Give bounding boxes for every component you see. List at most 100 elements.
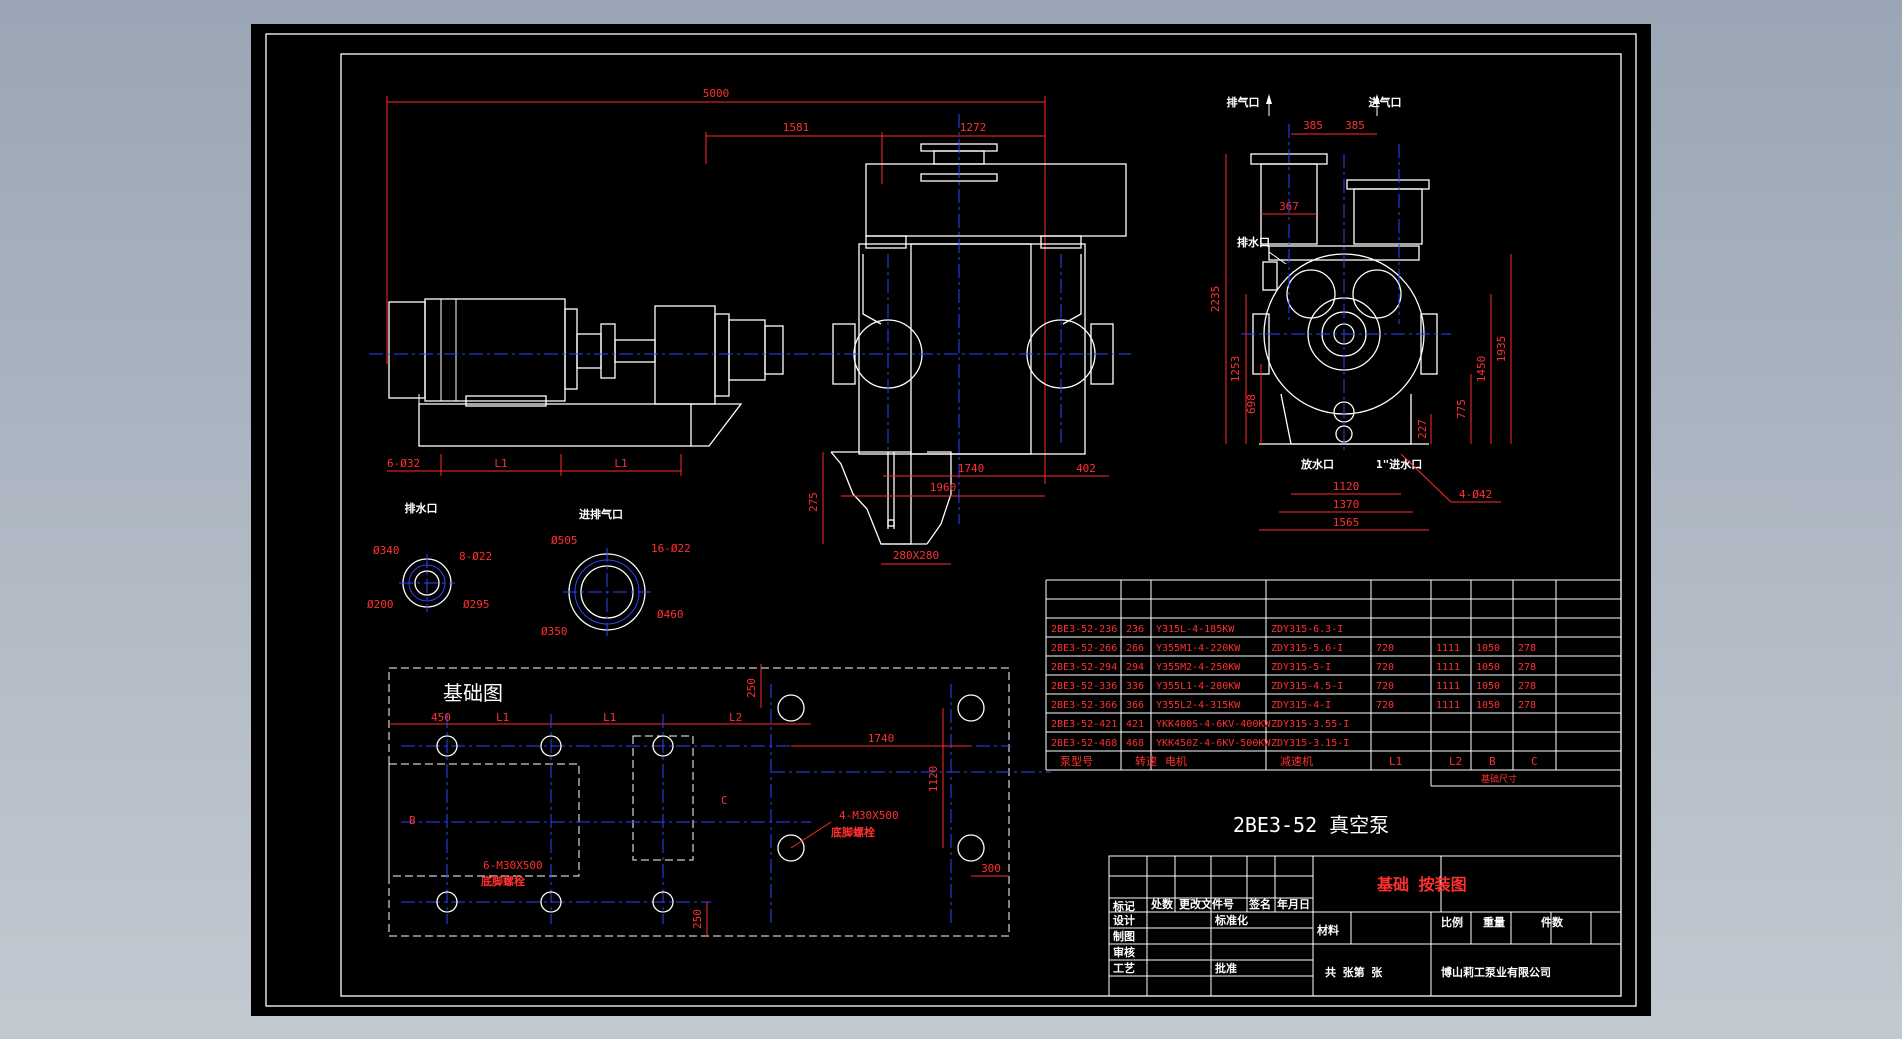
cad-drawing: 5000 1581 1272 xyxy=(265,33,1637,1007)
bolts-4-name: 底脚螺栓 xyxy=(831,825,875,839)
dim-698: 698 xyxy=(1245,394,1258,414)
spec-cell-4-7: 278 xyxy=(1518,700,1536,711)
front-view: 5000 1581 1272 xyxy=(369,87,1131,565)
spec-cell-0-2: Y315L-4-185KW xyxy=(1156,624,1235,635)
spec-cell-5-3: ZDY315-3.55-I xyxy=(1271,719,1349,730)
spec-header-1: 转速 xyxy=(1135,754,1157,768)
spec-cell-2-7: 278 xyxy=(1518,662,1536,673)
dim-1120: 1120 xyxy=(1333,480,1360,493)
tb-sheets: 共 张第 张 xyxy=(1325,965,1383,979)
dim-1272: 1272 xyxy=(960,121,987,134)
tb-standard: 标准化 xyxy=(1214,913,1248,927)
tb-pieces: 件数 xyxy=(1541,915,1564,929)
flange-gas-id: Ø350 xyxy=(541,625,568,638)
spec-header-0: 泵型号 xyxy=(1060,754,1093,768)
spec-cell-0-1: 236 xyxy=(1126,624,1144,635)
dim-1565: 1565 xyxy=(1333,516,1360,529)
fdn-dim-L1-b: L1 xyxy=(603,711,616,724)
spec-cell-2-6: 1050 xyxy=(1476,662,1500,673)
spec-cell-4-1: 366 xyxy=(1126,700,1144,711)
spec-cell-1-6: 1050 xyxy=(1476,643,1500,654)
flange-drain-title: 排水口 xyxy=(405,501,438,515)
flange-gas-holes: 16-Ø22 xyxy=(651,542,691,555)
spec-cell-3-1: 336 xyxy=(1126,681,1144,692)
spec-cell-1-0: 2BE3-52-266 xyxy=(1051,643,1117,654)
foundation-plan: 基础图 450 L1 L1 L2 250 1740 xyxy=(388,664,1051,937)
fdn-dim-1740: 1740 xyxy=(868,732,895,745)
bolts-6-name: 底脚螺栓 xyxy=(481,874,525,888)
tb-review: 审核 xyxy=(1113,945,1135,959)
dim-402: 402 xyxy=(1076,462,1096,475)
spec-cell-6-1: 468 xyxy=(1126,738,1144,749)
spec-cell-1-3: ZDY315-5.6-I xyxy=(1271,643,1343,654)
spec-cell-4-2: Y355L2-4-315KW xyxy=(1156,700,1241,711)
fdn-dim-250-bottom: 250 xyxy=(691,909,704,929)
spec-cell-1-2: Y355M1-4-220KW xyxy=(1156,643,1241,654)
spec-cell-4-6: 1050 xyxy=(1476,700,1500,711)
tb-scale: 比例 xyxy=(1441,915,1463,929)
spec-cell-6-3: ZDY315-3.15-I xyxy=(1271,738,1349,749)
spec-header-2: 电机 xyxy=(1165,754,1187,768)
spec-cell-2-0: 2BE3-52-294 xyxy=(1051,662,1117,673)
tb-sign: 签名 xyxy=(1248,897,1271,911)
dim-overall: 5000 xyxy=(703,87,730,100)
dim-385-left: 385 xyxy=(1303,119,1323,132)
outer-frame xyxy=(265,33,1637,1007)
spec-cell-2-1: 294 xyxy=(1126,662,1144,673)
label-drain-out: 排水口 xyxy=(1237,235,1270,249)
label-intake: 进气口 xyxy=(1369,95,1402,109)
tb-draw: 制图 xyxy=(1113,929,1135,943)
spec-cell-6-2: YKK450Z-4-6KV-500KW xyxy=(1156,738,1271,749)
spec-cell-2-4: 720 xyxy=(1376,662,1394,673)
label-drain-valve: 放水口 xyxy=(1300,457,1334,471)
spec-cell-3-7: 278 xyxy=(1518,681,1536,692)
flange-gas-od: Ø505 xyxy=(551,534,578,547)
dim-2235: 2235 xyxy=(1209,286,1222,313)
tb-design: 设计 xyxy=(1113,913,1135,927)
dim-holes-6: 6-Ø32 xyxy=(387,457,420,470)
dim-227: 227 xyxy=(1416,419,1429,439)
flange-gas: 进排气口 Ø505 Ø350 Ø460 16-Ø22 xyxy=(541,507,691,638)
spec-cell-4-4: 720 xyxy=(1376,700,1394,711)
dim-1253: 1253 xyxy=(1229,356,1242,383)
bolt-holes xyxy=(436,694,985,913)
drawing-sheet: 5000 1581 1272 xyxy=(251,24,1651,1016)
dim-1370: 1370 xyxy=(1333,498,1360,511)
dim-275: 275 xyxy=(807,492,820,512)
title-block: 基础 按装图 标记 处数 更改文件号 签名 年月日 设计 标准化 制图 审核 工… xyxy=(1108,855,1622,997)
flange-drain-pcd: Ø295 xyxy=(463,598,490,611)
spec-cell-1-1: 266 xyxy=(1126,643,1144,654)
dim-1581: 1581 xyxy=(783,121,810,134)
spec-cell-3-2: Y355L1-4-280KW xyxy=(1156,681,1241,692)
fdn-dim-C: C xyxy=(721,794,728,807)
fdn-dim-450: 450 xyxy=(431,711,451,724)
spec-cell-4-5: 1111 xyxy=(1436,700,1460,711)
drawing-title: 2BE3-52 真空泵 xyxy=(1233,813,1389,837)
spec-cell-0-0: 2BE3-52-236 xyxy=(1051,624,1117,635)
tb-count: 处数 xyxy=(1150,897,1174,911)
inner-frame xyxy=(340,53,1622,997)
spec-cell-1-5: 1111 xyxy=(1436,643,1460,654)
flange-gas-pcd: Ø460 xyxy=(657,608,684,621)
spec-cell-4-0: 2BE3-52-366 xyxy=(1051,700,1117,711)
flange-drain-holes: 8-Ø22 xyxy=(459,550,492,563)
fdn-dim-300: 300 xyxy=(981,862,1001,875)
spec-group-label: 基础尺寸 xyxy=(1481,773,1517,785)
tb-approve: 批准 xyxy=(1215,961,1237,975)
flange-gas-title: 进排气口 xyxy=(579,507,623,521)
dim-1740: 1740 xyxy=(958,462,985,475)
spec-cell-3-4: 720 xyxy=(1376,681,1394,692)
spec-cell-1-7: 278 xyxy=(1518,643,1536,654)
tb-material: 材料 xyxy=(1317,923,1339,937)
spec-cell-3-0: 2BE3-52-336 xyxy=(1051,681,1117,692)
tb-change: 更改文件号 xyxy=(1179,897,1234,911)
spec-cell-5-0: 2BE3-52-421 xyxy=(1051,719,1117,730)
spec-cell-0-3: ZDY315-6.3-I xyxy=(1271,624,1343,635)
bolts-6-spec: 6-M30X500 xyxy=(483,859,543,872)
foundation-title: 基础图 xyxy=(443,681,503,705)
dim-775: 775 xyxy=(1455,399,1468,419)
spec-cell-1-4: 720 xyxy=(1376,643,1394,654)
spec-header-4: L1 xyxy=(1389,755,1402,768)
tb-process: 工艺 xyxy=(1113,961,1135,975)
bolts-4-spec: 4-M30X500 xyxy=(839,809,899,822)
